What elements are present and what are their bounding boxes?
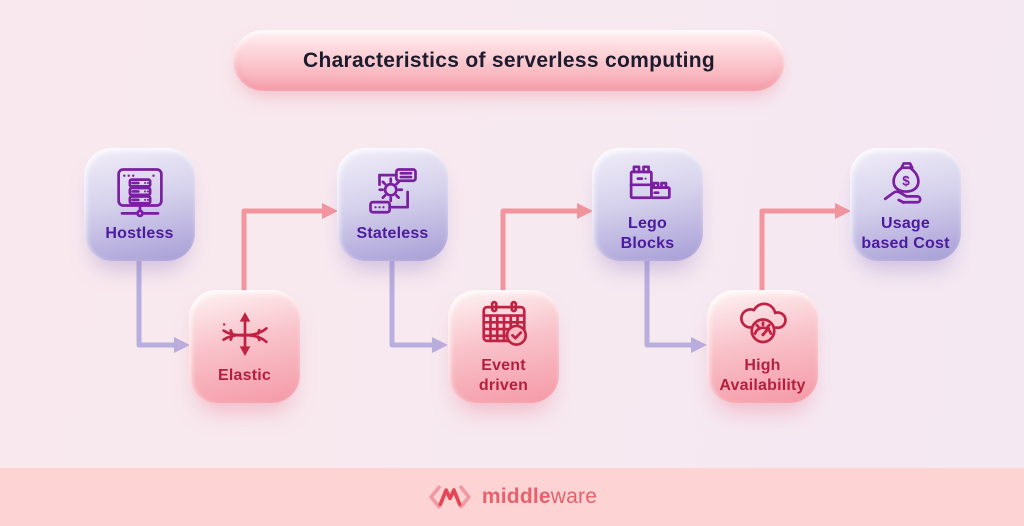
arrow-eventdriven-to-legoblocks	[500, 208, 577, 294]
node-label: Elastic	[218, 367, 271, 385]
svg-text:$: $	[902, 174, 910, 189]
cloud-gauge-icon	[736, 297, 790, 351]
middleware-chevron-logo-icon	[427, 482, 473, 512]
arrow-hostless-to-elastic	[136, 256, 174, 348]
hand-money-bag-icon: $	[879, 155, 933, 209]
arrow-stateless-to-eventdriven	[389, 256, 432, 348]
title-banner: Characteristics of serverless computing	[233, 30, 785, 91]
node-label: Lego Blocks	[620, 215, 675, 252]
brand-wordmark: middleware	[482, 485, 597, 509]
node-label: Event driven	[478, 357, 529, 394]
node-label: Stateless	[356, 225, 429, 243]
middleware-logo: middleware	[427, 482, 597, 512]
brand-middle: middle	[481, 485, 551, 508]
brand-ware: ware	[550, 485, 598, 508]
elastic-stretch-icon	[218, 307, 272, 361]
node-stateless: Stateless	[337, 148, 448, 261]
node-highavailability: High Availability	[707, 290, 818, 403]
calendar-check-icon	[477, 297, 531, 351]
node-label: Hostless	[105, 225, 174, 243]
node-eventdriven: Event driven	[448, 290, 559, 403]
node-usagecost: $ Usage based Cost	[850, 148, 961, 261]
node-label: Usage based Cost	[861, 215, 950, 252]
page-title: Characteristics of serverless computing	[302, 48, 716, 72]
node-legoblocks: Lego Blocks	[592, 148, 703, 261]
footer-band: middleware	[0, 468, 1024, 526]
node-label: High Availability	[719, 357, 806, 394]
arrow-legoblocks-to-highavailability	[644, 256, 691, 348]
arrow-elastic-to-stateless	[241, 208, 322, 294]
arrow-highavailability-to-usagecost	[759, 208, 835, 294]
process-gear-icon	[366, 165, 420, 219]
lego-bricks-icon	[621, 155, 675, 209]
node-hostless: Hostless	[84, 148, 195, 261]
hosted-server-icon	[113, 165, 167, 219]
node-elastic: Elastic	[189, 290, 300, 403]
